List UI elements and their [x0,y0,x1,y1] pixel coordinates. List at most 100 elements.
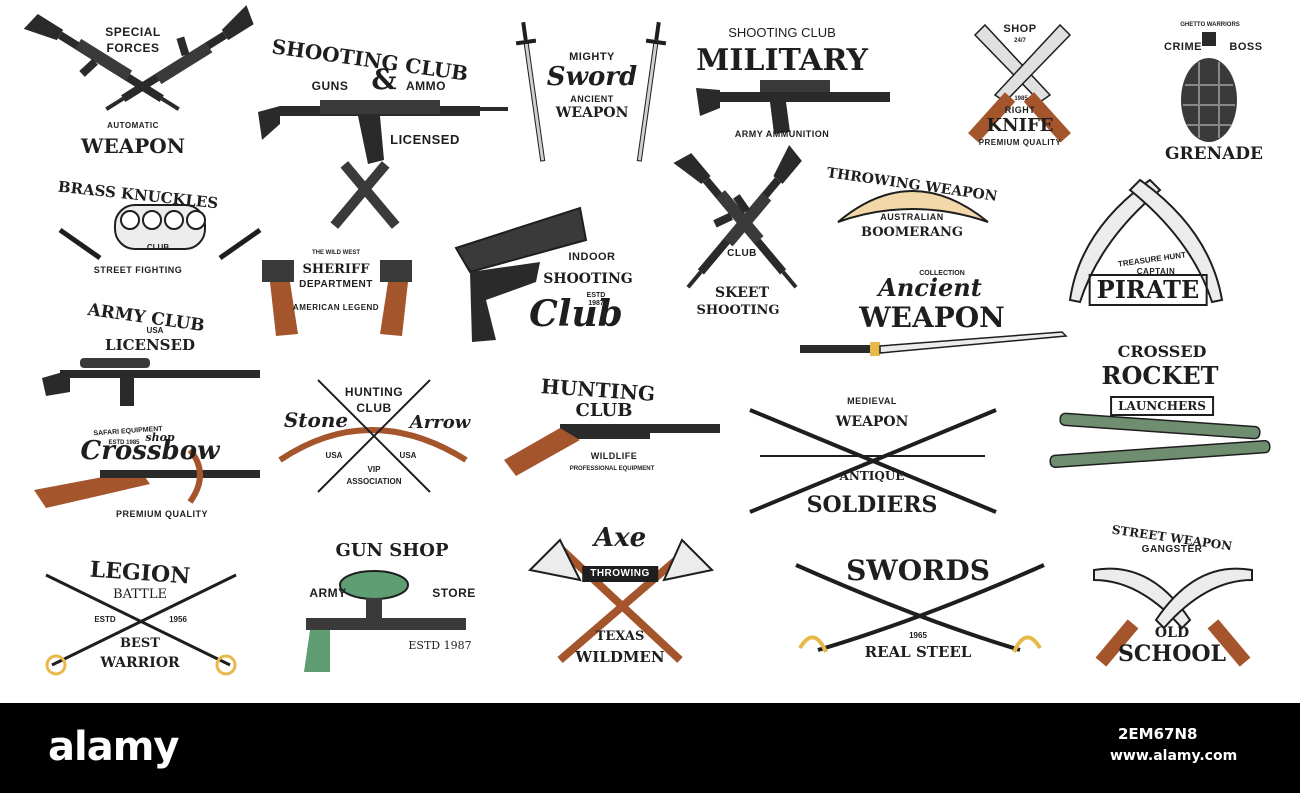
watermark-footer: alamy 2EM67N8 www.alamy.com [0,703,1300,793]
grenade-title: GRENADE [1164,144,1264,164]
special-text: SPECIAL [105,25,161,39]
shotgun-icon [504,424,720,476]
ammo-text: AMMO [406,79,446,93]
club-script-title: Club [529,293,623,335]
licensed-text: LICENSED [390,132,460,147]
pirate-title: PIRATE [1088,274,1208,306]
weapon-title: WEAPON [81,134,185,158]
hours-text: 24/7 [1014,38,1026,44]
vip-text: VIP [367,465,381,474]
year-text: 1985 [1014,96,1028,102]
guns-text: GUNS [311,79,349,93]
shop-script: shop [145,431,175,444]
rocket-title: ROCKET [1101,361,1219,390]
crossed-axes-icon [527,538,715,664]
army-ammunition-text: ARMY AMMUNITION [734,129,830,139]
gun-shop-estd-text: ESTD 1987 [408,639,472,652]
collection-text: COLLECTION [919,270,965,277]
axe-script: Axe [593,523,647,553]
crossed-naginata-icon [749,408,997,514]
gun-shop-title: GUN SHOP [335,540,449,561]
crossed-rifles-icon [19,0,259,129]
sword-title: Sword [546,62,638,92]
crossed-bows-icon [278,379,468,493]
medieval-text: MEDIEVAL [847,396,897,406]
estd-text: ESTD [586,292,606,299]
captain-text: CAPTAIN [1136,267,1176,276]
emblem-collection: SPECIAL FORCES AUTOMATIC WEAPON SHOOTING… [19,0,1271,676]
boomerang-icon [837,190,989,223]
soldiers-title: SOLDIERS [806,492,938,518]
crossed-sabers-icon [45,573,237,676]
texas-text: TEXAS [595,629,645,644]
legion-year-text: 1956 [169,615,187,624]
association-text: ASSOCIATION [346,477,402,486]
premium-quality-text: PREMIUM QUALITY [978,138,1062,147]
wildlife-text: WILDLIFE [590,451,638,461]
shooting-club-text: SHOOTING CLUB [728,25,836,40]
crossed-kukri-icon [1068,178,1224,304]
professional-equipment-text: PROFESSIONAL EQUIPMENT [569,466,655,472]
ancient-text: ANCIENT [570,94,614,104]
crime-text: CRIME [1164,41,1202,53]
skeet-shooting-text: SHOOTING [696,303,780,318]
swords-year-text: 1965 [909,631,927,640]
crossed-revolvers-icon [262,161,412,336]
army-text: ARMY [309,586,347,600]
warrior-text: WARRIOR [100,655,180,671]
boomerang-text: BOOMERANG [860,225,964,240]
wild-west-text: THE WILD WEST [312,250,360,256]
gangster-text: GANGSTER [1141,544,1203,555]
school-title: SCHOOL [1118,641,1226,667]
usa-left-text: USA [325,451,343,460]
crossbow-quality-text: PREMIUM QUALITY [116,509,208,519]
legion-estd-text: ESTD [94,615,116,624]
right-text: RIGHT [1004,105,1036,115]
boss-text: BOSS [1229,41,1263,53]
crossed-text: CROSSED [1117,342,1207,361]
estd-year-text: 1987 [588,300,604,307]
crossed-knives-icon [968,23,1072,143]
assault-rifle-icon [258,100,508,164]
brass-knuckles-icon [58,204,262,261]
crossbow-icon [34,448,260,508]
old-text: OLD [1154,625,1190,641]
antique-text: ANTIQUE [839,469,905,483]
legion-title: LEGION [88,556,192,590]
ghetto-warriors-text: GHETTO WARRIORS [1180,22,1240,28]
stone-script: Stone [283,408,349,432]
hunting-club-text: CLUB [356,401,392,415]
real-steel-text: REAL STEEL [864,643,972,661]
crossed-m16-icon [666,139,806,302]
swords-title: SWORDS [846,554,990,587]
usa-right-text: USA [399,451,417,460]
military-title: MILITARY [696,43,868,78]
automatic-text: AUTOMATIC [107,121,159,130]
wildmen-text: WILDMEN [575,648,665,666]
ancient-weapon-title: WEAPON [859,301,1005,334]
shooting-text: SHOOTING [543,271,633,287]
crossbow-title: Crossbow [80,436,220,466]
best-text: BEST [120,636,160,651]
medieval-weapon-text: WEAPON [835,414,909,430]
battle-text: BATTLE [113,587,167,602]
hunting-club-title: CLUB [575,400,633,421]
crossed-machetes-icon [1093,567,1253,667]
american-legend-text: AMERICAN LEGEND [292,303,380,312]
knife-title: KNIFE [986,115,1054,136]
australian-text: AUSTRALIAN [880,212,944,222]
site-url: www.alamy.com [1110,748,1238,764]
grenade-icon [1181,32,1237,142]
sniper-rifle-icon [42,358,260,406]
hunting-text: HUNTING [344,385,404,399]
ampersand-text: & [371,63,397,96]
army-licensed-text: LICENSED [105,336,195,354]
ancient-script: Ancient [878,273,982,302]
paintball-gun-icon [304,570,466,672]
department-text: DEPARTMENT [299,279,373,290]
sheriff-title: SHERIFF [302,262,370,277]
street-fighting-text: STREET FIGHTING [93,265,183,275]
skeet-club-text: CLUB [727,248,757,259]
alamy-logo: alamy [48,724,179,770]
crossbow-estd-text: ESTD 1985 [108,440,140,446]
